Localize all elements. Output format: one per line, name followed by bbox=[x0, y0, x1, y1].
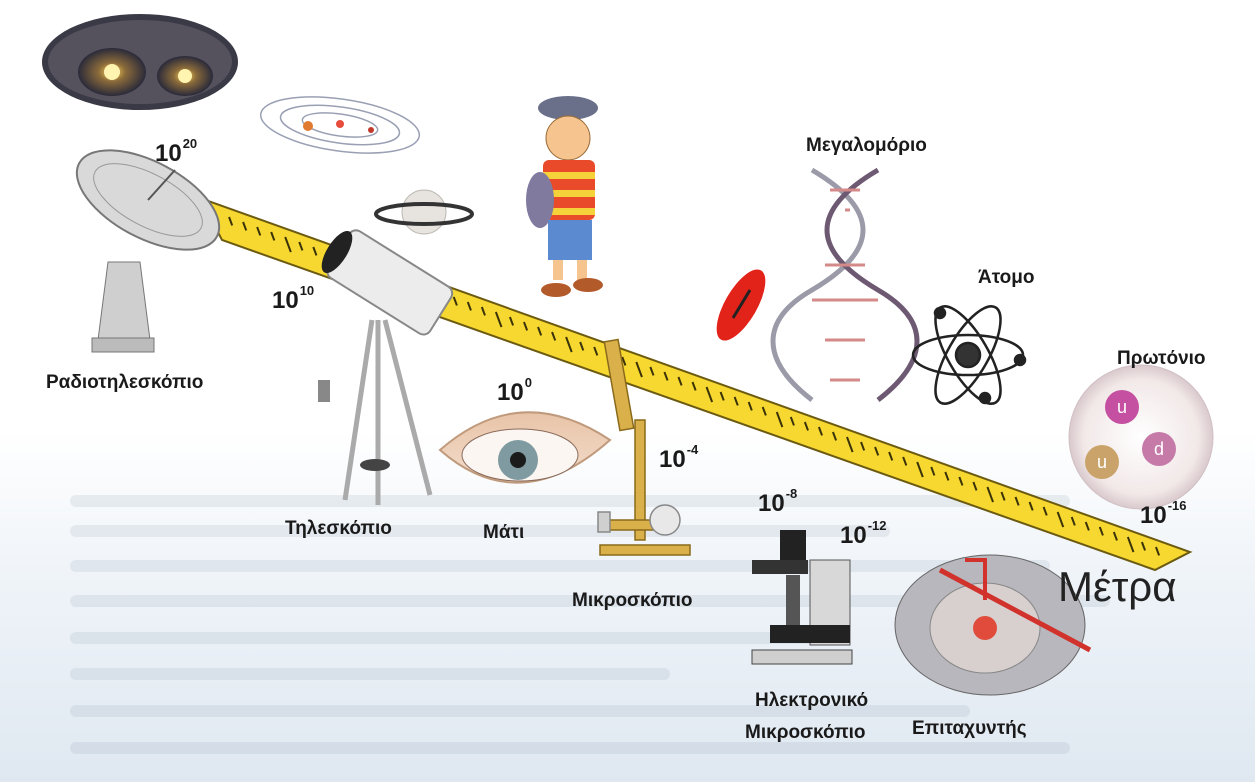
scale-mark-1e20: 1020 bbox=[155, 140, 197, 168]
dna-image bbox=[773, 170, 917, 400]
label-proton: Πρωτόνιο bbox=[1117, 348, 1206, 370]
red-blood-cell-image bbox=[707, 262, 775, 347]
atom-image bbox=[913, 297, 1025, 412]
svg-text:d: d bbox=[1154, 439, 1164, 459]
solar-system-image bbox=[257, 88, 423, 162]
scale-mark-1e-4: 10-4 bbox=[659, 446, 698, 474]
scale-mark-1e-16: 10-16 bbox=[1140, 502, 1187, 530]
eye-image bbox=[440, 412, 610, 482]
scale-mark-1e0: 100 bbox=[497, 379, 532, 407]
scale-mark-1e-8: 10-8 bbox=[758, 490, 797, 518]
svg-text:u: u bbox=[1117, 397, 1127, 417]
label-accelerator: Επιταχυντής bbox=[912, 718, 1027, 740]
label-electron-microscope-line2: Μικροσκόπιο bbox=[745, 722, 866, 744]
label-radio-telescope: Ραδιοτηλεσκόπιο bbox=[46, 372, 203, 394]
galaxy-image bbox=[42, 14, 238, 110]
label-electron-microscope-line1: Ηλεκτρονικό bbox=[755, 690, 868, 712]
electron-microscope-image bbox=[752, 530, 852, 664]
label-macromolecule: Μεγαλομόριο bbox=[806, 135, 927, 157]
proton-image: u d u bbox=[1069, 365, 1213, 509]
scale-mark-1e10: 1010 bbox=[272, 287, 314, 315]
unit-label: Μέτρα bbox=[1058, 563, 1176, 611]
telescope-image bbox=[316, 226, 455, 505]
child-image bbox=[526, 96, 603, 297]
radio-telescope-image bbox=[61, 130, 234, 352]
label-atom: Άτομο bbox=[978, 267, 1035, 289]
label-telescope: Τηλεσκόπιο bbox=[285, 518, 392, 540]
planet-image bbox=[376, 190, 472, 234]
label-eye: Μάτι bbox=[483, 522, 524, 544]
svg-text:u: u bbox=[1097, 452, 1107, 472]
label-microscope: Μικροσκόπιο bbox=[572, 590, 693, 612]
scale-mark-1e-12: 10-12 bbox=[840, 522, 887, 550]
